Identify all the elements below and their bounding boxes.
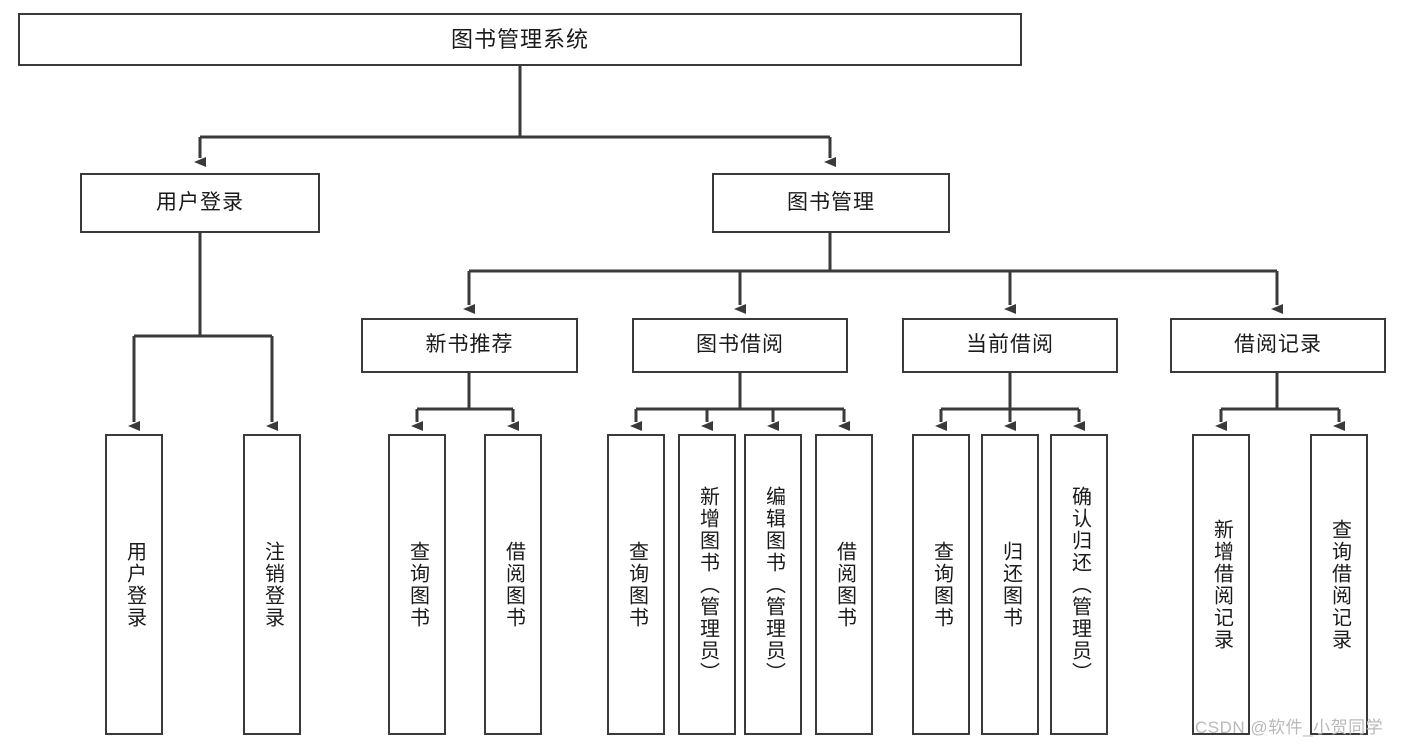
- node-label: 查询图书: [930, 540, 953, 629]
- node-label: 确认归还（管理员）: [1068, 485, 1091, 684]
- node-label: 借阅图书: [502, 540, 525, 629]
- leaf-current-query-book[interactable]: 查询图书: [912, 434, 970, 735]
- node-label: 图书借阅: [696, 333, 784, 357]
- node-book-management[interactable]: 图书管理: [712, 173, 950, 233]
- leaf-record-query[interactable]: 查询借阅记录: [1310, 434, 1368, 735]
- node-label: 借阅记录: [1234, 333, 1322, 357]
- node-label: 归还图书: [999, 540, 1022, 629]
- node-label: 用户登录: [123, 540, 146, 629]
- leaf-borrow-add-book-admin[interactable]: 新增图书（管理员）: [678, 434, 736, 735]
- node-label: 新增借阅记录: [1210, 518, 1233, 651]
- node-label: 查询图书: [625, 540, 648, 629]
- leaf-borrow-query-book[interactable]: 查询图书: [607, 434, 665, 735]
- node-borrow-record[interactable]: 借阅记录: [1170, 318, 1386, 373]
- node-book-borrow[interactable]: 图书借阅: [632, 318, 848, 373]
- leaf-new-book-borrow[interactable]: 借阅图书: [484, 434, 542, 735]
- node-label: 借阅图书: [833, 540, 856, 629]
- node-label: 编辑图书（管理员）: [762, 485, 785, 684]
- node-label: 查询借阅记录: [1328, 518, 1351, 651]
- node-label: 图书管理: [787, 190, 875, 214]
- node-label: 用户登录: [156, 190, 244, 214]
- leaf-user-login[interactable]: 用户登录: [105, 434, 163, 735]
- leaf-current-confirm-return-admin[interactable]: 确认归还（管理员）: [1050, 434, 1108, 735]
- node-current-borrow[interactable]: 当前借阅: [902, 318, 1118, 373]
- node-root-system[interactable]: 图书管理系统: [18, 13, 1022, 66]
- leaf-new-book-query[interactable]: 查询图书: [388, 434, 446, 735]
- node-label: 新书推荐: [425, 333, 514, 357]
- leaf-user-logout[interactable]: 注销登录: [243, 434, 301, 735]
- node-label: 注销登录: [261, 540, 284, 629]
- leaf-borrow-borrow-book[interactable]: 借阅图书: [815, 434, 873, 735]
- node-label: 图书管理系统: [450, 26, 589, 52]
- watermark-text: CSDN @软件_小贺同学: [1195, 718, 1384, 737]
- node-new-book-recommend[interactable]: 新书推荐: [361, 318, 578, 373]
- leaf-borrow-edit-book-admin[interactable]: 编辑图书（管理员）: [744, 434, 802, 735]
- node-label: 查询图书: [406, 540, 429, 629]
- node-user-login[interactable]: 用户登录: [80, 173, 320, 233]
- leaf-current-return-book[interactable]: 归还图书: [981, 434, 1039, 735]
- node-label: 当前借阅: [966, 333, 1054, 357]
- leaf-record-add[interactable]: 新增借阅记录: [1192, 434, 1250, 735]
- node-label: 新增图书（管理员）: [696, 485, 719, 684]
